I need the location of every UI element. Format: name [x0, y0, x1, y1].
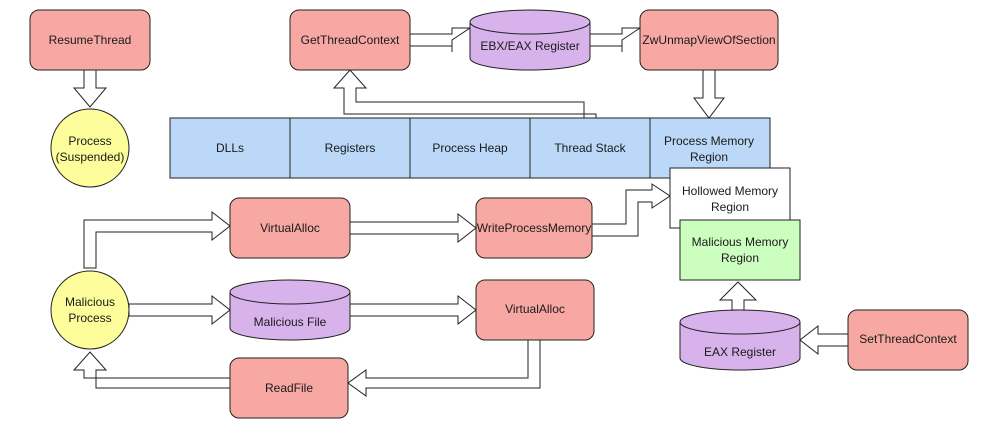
eax-register-node: EAX Register — [679, 309, 801, 371]
set-thread-context-label: SetThreadContext — [859, 332, 957, 346]
hollowed-memory-label-line1: Hollowed Memory — [682, 184, 778, 198]
arrow-malfile-to-virtualalloc-mid — [349, 294, 477, 326]
ebx-eax-register-node: EBX/EAX Register — [469, 9, 591, 71]
segment-thread-stack-label: Thread Stack — [554, 141, 626, 155]
arrow-ebx-to-zwunmap — [589, 27, 642, 52]
virtual-alloc-top-label: VirtualAlloc — [260, 221, 320, 235]
malicious-memory-label-line2: Region — [721, 251, 759, 265]
virtual-alloc-mid-node: VirtualAlloc — [475, 279, 595, 341]
process-suspended-node: Process (Suspended) — [50, 108, 130, 188]
arrow-virtualalloc-to-writeprocmem — [349, 212, 477, 244]
zw-unmap-node: ZwUnmapViewOfSection — [639, 9, 779, 71]
segment-process-heap-label: Process Heap — [432, 141, 508, 155]
malicious-file-label: Malicious File — [254, 315, 327, 329]
segment-registers-label: Registers — [325, 141, 376, 155]
segment-dlls-label: DLLs — [216, 141, 244, 155]
segment-process-memory-label-line1: Process Memory — [664, 134, 754, 148]
arrow-resume-to-process — [72, 69, 108, 108]
memory-segment-bar: DLLs Registers Process Heap Thread Stack… — [169, 117, 771, 179]
hollowed-memory-label-line2: Region — [711, 200, 749, 214]
write-process-memory-label: WriteProcessMemory — [477, 221, 591, 235]
segment-process-memory-label-line2: Region — [690, 150, 728, 164]
hollowed-memory-region-node: Hollowed Memory Region — [669, 167, 791, 229]
set-thread-context-node: SetThreadContext — [847, 309, 969, 371]
arrow-malproc-to-malfile — [128, 294, 231, 326]
virtual-alloc-mid-label: VirtualAlloc — [505, 302, 565, 316]
read-file-node: ReadFile — [229, 357, 349, 419]
malicious-file-node: Malicious File — [229, 279, 351, 341]
malicious-process-label-line1: Malicious — [65, 295, 115, 309]
write-process-memory-node: WriteProcessMemory — [475, 197, 593, 259]
segment-registers — [289, 117, 411, 179]
ebx-eax-register-label: EBX/EAX Register — [480, 39, 579, 53]
malicious-process-label-line2: Process — [68, 311, 111, 325]
process-suspended-label-line1: Process — [68, 134, 111, 148]
zw-unmap-label: ZwUnmapViewOfSection — [642, 33, 775, 47]
arrow-setcontext-to-eaxreg — [799, 324, 849, 356]
arrow-malproc-to-virtualalloc-top — [83, 210, 231, 269]
arrow-getcontext-to-ebx — [409, 27, 472, 52]
malicious-memory-label-line1: Malicious Memory — [692, 235, 789, 249]
malicious-process-node: Malicious Process — [50, 270, 130, 350]
virtual-alloc-top-node: VirtualAlloc — [229, 197, 351, 259]
resume-thread-node: ResumeThread — [29, 9, 151, 71]
arrow-readfile-to-malproc — [72, 351, 231, 389]
arrow-eaxreg-to-malregion — [718, 281, 758, 311]
arrow-zwunmap-to-memregion — [693, 69, 725, 119]
arrow-threadstack-to-getcontext — [332, 69, 597, 119]
arrow-virtualalloc-to-readfile — [347, 339, 541, 397]
process-suspended-label-line2: (Suspended) — [56, 150, 125, 164]
arrow-writeprocmem-to-hollowed — [591, 183, 671, 237]
get-thread-context-node: GetThreadContext — [289, 9, 411, 71]
eax-register-label: EAX Register — [704, 345, 776, 359]
read-file-label: ReadFile — [265, 381, 313, 395]
get-thread-context-label: GetThreadContext — [301, 33, 400, 47]
resume-thread-label: ResumeThread — [49, 33, 132, 47]
malicious-memory-region-node: Malicious Memory Region — [679, 219, 801, 281]
